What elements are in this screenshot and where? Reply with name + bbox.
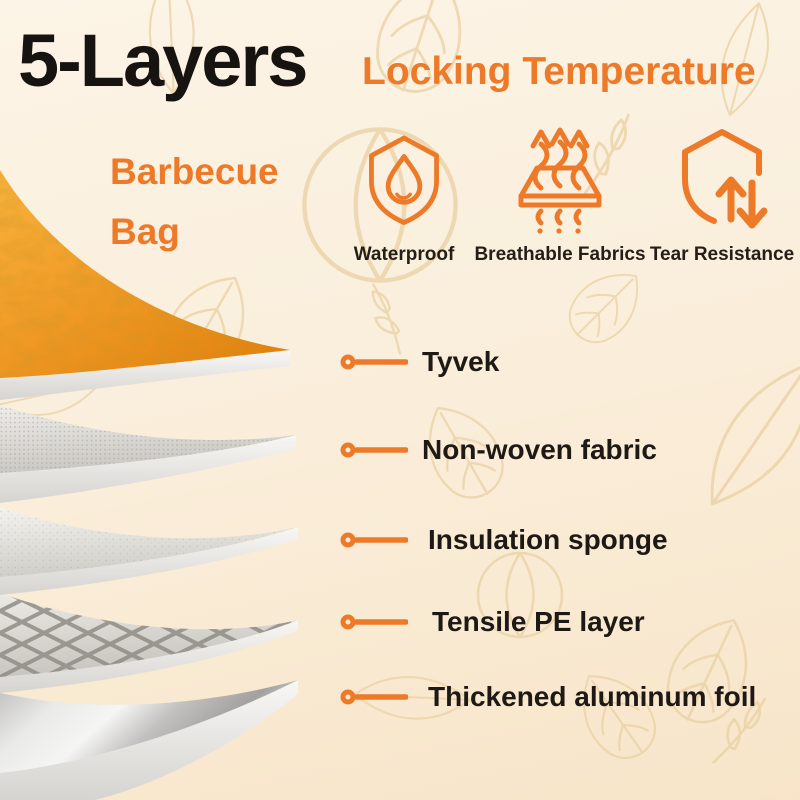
layer-shape-non-woven [0,405,296,503]
feature-label: Waterproof [353,244,455,265]
layer-callout-aluminum-foil: Thickened aluminum foil [340,679,756,715]
layer-stack-illustration [0,170,298,800]
page-subtitle: Locking Temperature [362,50,756,93]
product-name-line2: Bag [110,211,180,252]
callout-leader-icon [340,532,408,548]
layer-label: Tensile PE layer [432,606,645,637]
layer-shape-insulation-sponge [0,507,298,595]
feature-label: Breathable Fabrics [474,244,646,265]
layer-callout-pe-layer: Tensile PE layer [340,604,645,640]
feature-list: Waterproof Breathable Fabrics [338,126,794,266]
callout-leader-icon [340,689,408,705]
layer-callout-non-woven: Non-woven fabric [340,432,657,468]
feature-label: Tear Resistance [649,244,795,265]
tear-resistance-shield-arrows-icon [682,129,768,229]
page-title: 5-Layers [18,19,308,102]
layer-label: Non-woven fabric [422,434,657,465]
waterproof-shield-droplet-icon [369,135,439,225]
layer-label: Thickened aluminum foil [428,681,757,712]
feature-waterproof: Waterproof [338,126,470,266]
feature-breathable: Breathable Fabrics [470,126,650,266]
breathable-fabric-steam-icon [518,127,602,234]
layer-label: Tyvek [422,346,500,377]
feature-tear-resistance: Tear Resistance [650,126,794,266]
layer-callout-sponge: Insulation sponge [340,522,668,558]
layer-shape-tensile-pe [0,593,298,693]
callout-leader-icon [340,442,408,458]
layer-shape-aluminum-foil [0,680,298,800]
callout-leader-icon [340,354,408,370]
layer-callout-tyvek: Tyvek [340,344,499,380]
layer-label: Insulation sponge [428,524,668,555]
product-name-line1: Barbecue [110,151,279,192]
product-name: Barbecue Bag [110,142,279,262]
callout-leader-icon [340,614,408,630]
